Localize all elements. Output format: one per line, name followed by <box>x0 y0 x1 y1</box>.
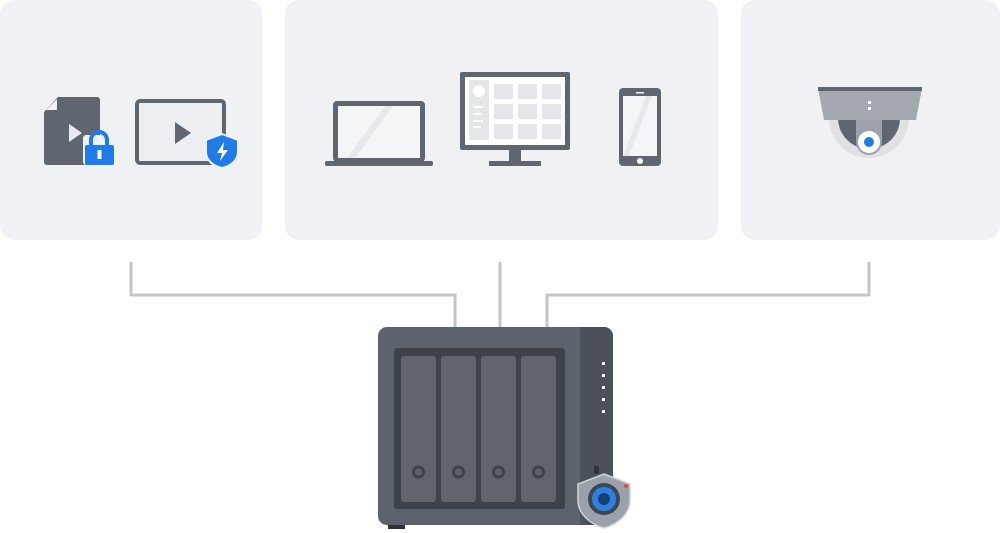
desktop-monitor-icon <box>460 72 570 166</box>
laptop-icon <box>325 101 433 166</box>
connector-lines <box>129 262 871 327</box>
dome-camera-icon <box>818 87 922 158</box>
drive-bay <box>401 356 436 502</box>
status-leds <box>602 362 605 413</box>
connector-right <box>545 262 871 327</box>
protected-video-player-icon <box>135 99 239 170</box>
surveillance-station-icon <box>577 473 631 529</box>
smartphone-icon <box>619 88 661 166</box>
connector-left <box>129 262 457 327</box>
drive-bay <box>441 356 476 502</box>
drive-bay <box>521 356 556 502</box>
drive-bays <box>401 356 556 502</box>
panel-media <box>0 0 262 240</box>
encrypted-video-file-icon <box>44 97 115 165</box>
drive-bay <box>481 356 516 502</box>
